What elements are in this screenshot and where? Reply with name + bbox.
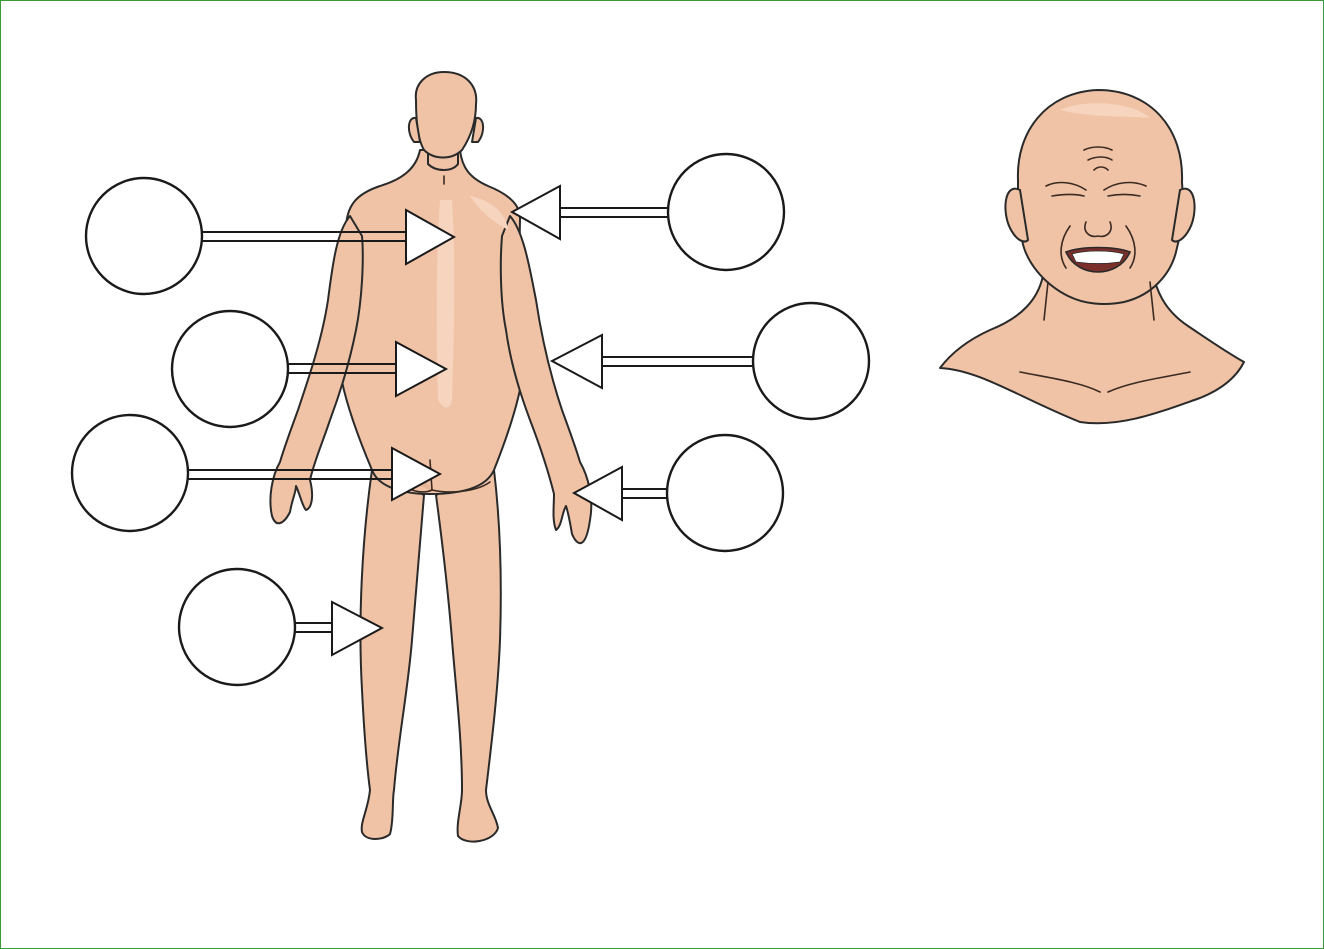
body-posterior-figure [270,72,591,842]
callout-circle-thigh[interactable] [179,569,295,685]
torso [338,150,526,494]
right-leg [436,470,501,842]
head [416,72,476,158]
callout-circle-shoulder[interactable] [668,154,784,270]
callout-elbow[interactable] [552,303,869,419]
callout-circle-upper-back[interactable] [86,178,202,294]
callout-shoulder[interactable] [512,154,784,270]
callout-hand[interactable] [574,435,783,551]
callout-circle-elbow[interactable] [753,303,869,419]
face-figure [940,90,1244,423]
left-leg [360,470,424,839]
teeth [1072,251,1124,264]
arrow-head-elbow [552,335,602,388]
callout-circle-hand[interactable] [667,435,783,551]
callout-circle-buttocks[interactable] [72,415,188,531]
callout-circle-lower-back[interactable] [172,311,288,427]
callout-thigh[interactable] [179,569,382,685]
